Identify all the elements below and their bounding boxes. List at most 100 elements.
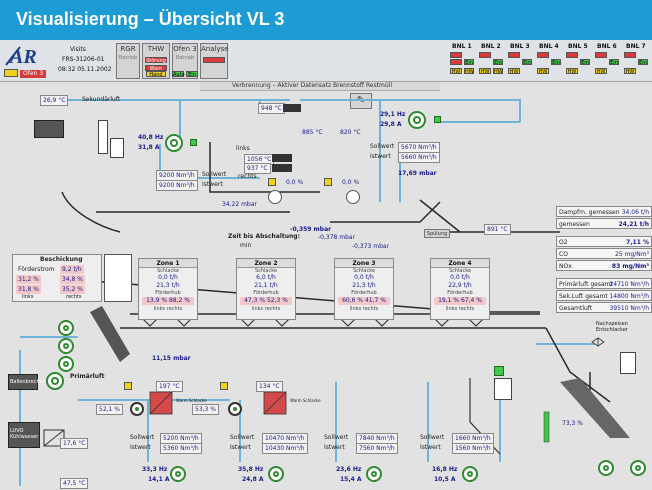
druck-3: -0,378 mbar xyxy=(318,234,356,241)
mode-ofen3-label: Ofen 3 xyxy=(173,45,197,53)
bnl-2-ein: Ein xyxy=(493,59,503,66)
b1-ist: 5360 Nm³/h xyxy=(160,443,202,454)
luvo-box[interactable] xyxy=(8,422,40,448)
zone-1-panel[interactable]: Zone 1 Schlacke 0,0 t/h 21,3 t/h Förderh… xyxy=(138,258,198,320)
bnl-3-label: BNL 3 xyxy=(510,43,530,50)
zone-1-p2: 88,2 % xyxy=(168,297,190,304)
station-id: FRS-31206-01 xyxy=(62,56,105,63)
thw-warn-pill: Warn xyxy=(145,65,167,72)
process-canvas: Verbrennung – Aktiver Datensatz Brennsto… xyxy=(0,82,652,490)
zone-2-rate: 6,0 t/h xyxy=(256,274,276,281)
canvas-title-bar xyxy=(200,82,440,91)
foerderstrom-label: Förderstrom xyxy=(18,266,55,273)
fan1-a: 31,8 A xyxy=(138,144,160,151)
valve-icon[interactable] xyxy=(130,402,144,416)
bnl-7-alarm xyxy=(624,52,636,58)
b2-hz: 35,8 Hz xyxy=(238,466,264,473)
spuelung-button[interactable]: Spülung xyxy=(424,229,450,238)
bnl-2-alarm xyxy=(479,52,491,58)
fan2-status-icon xyxy=(434,116,441,123)
sensor-bar xyxy=(283,104,301,112)
mode-thw-label: THW xyxy=(147,45,165,53)
state-auto: Auto xyxy=(172,71,185,78)
beschickung-title: Beschickung xyxy=(40,256,83,263)
damper-b-icon[interactable] xyxy=(346,190,360,204)
fan-icon-3[interactable] xyxy=(58,320,74,336)
feed-pct-3: 31,8 % xyxy=(16,285,41,294)
fan-icon-b4[interactable] xyxy=(462,466,478,482)
temp-luvo-1: 17,6 °C xyxy=(60,438,89,449)
mode-analyse-button[interactable]: Analyse xyxy=(200,43,229,79)
state-hand: Hand xyxy=(146,71,166,78)
zone-3-title: Zone 3 xyxy=(335,259,393,268)
brennkammer-box[interactable] xyxy=(34,120,64,138)
logo: AR xyxy=(4,43,52,69)
fan-icon-b3[interactable] xyxy=(366,466,382,482)
mode-ofen3-sub: Betrieb xyxy=(175,55,195,62)
b2-ist-label: Istwert xyxy=(230,444,251,451)
bnl-3-ein: Ein xyxy=(522,59,532,66)
sensor-bar-2 xyxy=(272,154,292,162)
rp-0-val: 34,06 t/h xyxy=(621,209,649,216)
fan-icon[interactable] xyxy=(165,134,183,152)
fuel-hopper xyxy=(104,254,132,302)
fan1-hz: 40,8 Hz xyxy=(138,134,164,141)
rp-3-val: 25 mg/Nm³ xyxy=(615,251,649,258)
rechts-label: rechts xyxy=(238,173,257,180)
rp-1-key: gemessen xyxy=(559,221,590,228)
feed-pct-4: 35,2 % xyxy=(60,285,85,294)
fan-icon-4[interactable] xyxy=(58,338,74,354)
zone-3-foot: links rechts xyxy=(349,306,379,312)
fan-icon-b6[interactable] xyxy=(630,460,646,476)
bnl-4-label: BNL 4 xyxy=(539,43,559,50)
rp-2-val: 7,11 % xyxy=(626,239,649,246)
soll-label-1: Sollwert xyxy=(202,171,227,178)
oven-indicator xyxy=(4,69,18,77)
bnl-6-hw: HW xyxy=(595,68,607,75)
zone-1-foot: links rechts xyxy=(153,306,183,312)
soll-label-2: Sollwert xyxy=(370,143,395,150)
zone-2-panel[interactable]: Zone 2 Schlacke 6,0 t/h 21,1 t/h Förderh… xyxy=(236,258,296,320)
zone-3-p2: 41,7 % xyxy=(364,297,386,304)
fan-icon-5[interactable] xyxy=(58,356,74,372)
rp-7-val: 39510 Nm³/h xyxy=(609,305,649,312)
filter-unit xyxy=(110,138,124,158)
svg-text:AR: AR xyxy=(8,46,37,68)
fan-icon-2[interactable] xyxy=(408,111,426,129)
oven-label: Ofen 3 xyxy=(20,70,47,78)
druck-2: -0,359 mbar xyxy=(290,226,332,233)
primaerluft-label: Primärluft xyxy=(70,373,105,380)
zone-1-p1: 13,9 % xyxy=(146,297,168,304)
zone-4-p1: 19,1 % xyxy=(438,297,460,304)
bnl-6-label: BNL 6 xyxy=(597,43,617,50)
damper-a-icon[interactable] xyxy=(268,190,282,204)
fan-icon-b2[interactable] xyxy=(268,466,284,482)
zone-2-title: Zone 2 xyxy=(237,259,295,268)
bnl-4-hw: HW xyxy=(537,68,549,75)
fan2-hz: 29,1 Hz xyxy=(380,111,406,118)
bnl-6-alarm xyxy=(595,52,607,58)
zone-3-p1: 60,6 % xyxy=(342,297,364,304)
feed-rate: 9,2 t/h xyxy=(60,265,84,274)
fan-icon-b1[interactable] xyxy=(170,466,186,482)
pct-left-2: 53,3 % xyxy=(192,404,219,415)
valve-icon-2[interactable] xyxy=(228,402,242,416)
heat-note-2: Warm Schlacke xyxy=(290,398,321,403)
bnl-4-ein: Ein xyxy=(551,59,561,66)
zone-2-ms: 21,1 t/h xyxy=(254,282,278,289)
b2-ist: 10430 Nm³/h xyxy=(262,443,308,454)
zeit-label: Zeit bis Abschaltung: xyxy=(228,233,300,240)
sec-flow-2: 9200 Nm³/h xyxy=(156,180,198,191)
zone-3-panel[interactable]: Zone 3 Schlacke 0,0 t/h 21,3 t/h Förderh… xyxy=(334,258,394,320)
fan-icon-6[interactable] xyxy=(46,372,64,390)
fan1-status-icon xyxy=(190,139,197,146)
fan-icon-b5[interactable] xyxy=(598,460,614,476)
zone-4-panel[interactable]: Zone 4 Schlacke 0,0 t/h 22,9 t/h Förderh… xyxy=(430,258,490,320)
ballenbrecher-box[interactable] xyxy=(8,374,38,390)
rp-4-key: NOx xyxy=(559,263,572,270)
